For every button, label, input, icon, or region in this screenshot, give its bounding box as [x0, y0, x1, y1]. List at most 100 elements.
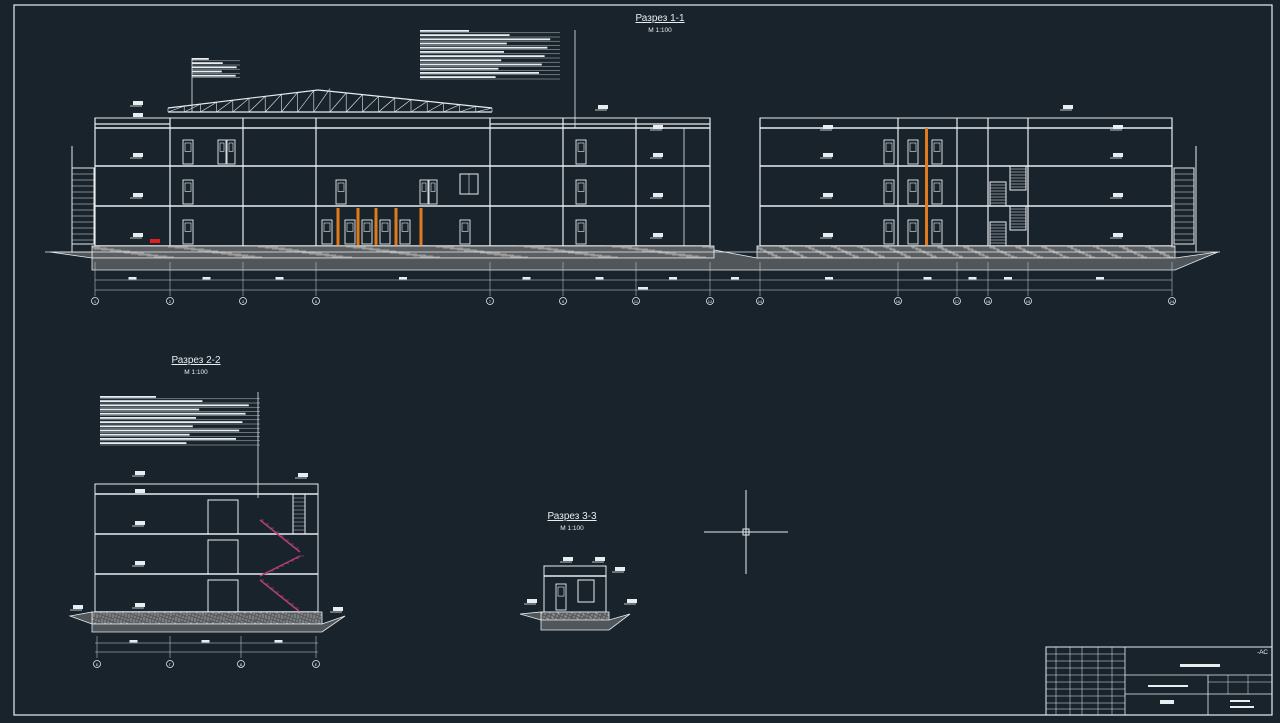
section-3-scale: М 1:100	[560, 525, 584, 532]
steel-column	[356, 208, 360, 246]
axis-label: Е	[315, 662, 318, 667]
level-mark-icon	[1110, 153, 1123, 159]
level-mark-icon	[132, 489, 145, 495]
title-block-grid	[1045, 646, 1273, 716]
axis-label: 7	[489, 299, 492, 304]
door-icon	[379, 219, 391, 245]
level-mark-icon	[650, 125, 663, 131]
door-icon	[883, 219, 895, 245]
section-2-scale: М 1:100	[184, 369, 208, 376]
section-2-outline	[94, 483, 319, 615]
note-block	[100, 396, 260, 446]
opening-icon	[207, 579, 239, 613]
level-mark-icon	[592, 557, 605, 563]
dimension-chain	[95, 636, 318, 658]
window-icon	[577, 579, 595, 603]
axis-marker: 16	[894, 297, 902, 305]
axis-marker: 1	[91, 297, 99, 305]
level-mark-icon	[1110, 233, 1123, 239]
opening-icon	[207, 499, 239, 535]
door-icon	[931, 219, 943, 245]
level-mark-icon	[650, 233, 663, 239]
axis-label: 24	[1170, 299, 1175, 304]
door-icon	[321, 219, 333, 245]
ground-line	[519, 611, 631, 631]
level-mark-icon	[560, 557, 573, 563]
note-block	[420, 30, 560, 80]
axis-marker: 9	[559, 297, 567, 305]
section-2-title: Разрез 2-2	[171, 355, 221, 366]
axis-marker: 19	[1024, 297, 1032, 305]
double-door-icon	[419, 179, 438, 205]
title-text-bar	[1230, 706, 1254, 708]
building-left-outline	[94, 117, 711, 259]
axis-label: 11	[634, 299, 639, 304]
section-3-geometry	[519, 557, 637, 631]
door-icon	[575, 179, 587, 205]
axis-label: 13	[758, 299, 763, 304]
axis-marker: 7	[486, 297, 494, 305]
door-icon	[335, 179, 347, 205]
axis-label: Б	[96, 662, 99, 667]
double-door-icon	[217, 139, 236, 165]
level-mark-icon	[132, 561, 145, 567]
level-mark-icon	[624, 599, 637, 605]
steel-column	[419, 208, 423, 246]
level-mark-icon	[595, 105, 608, 111]
section-1-title: Разрез 1-1	[635, 13, 685, 24]
title-block-border	[1045, 646, 1273, 716]
axis-marker: 3	[239, 297, 247, 305]
door-icon	[399, 219, 411, 245]
axis-marker: 11	[632, 297, 640, 305]
door-icon	[907, 219, 919, 245]
stair-left	[71, 146, 95, 252]
red-marker	[150, 239, 160, 243]
level-mark-icon	[130, 113, 143, 119]
axis-marker: 12	[706, 297, 714, 305]
level-mark-icon	[130, 193, 143, 199]
section-3-title: Разрез 3-3	[547, 511, 597, 522]
level-mark-icon	[820, 125, 833, 131]
ground-fill	[540, 611, 610, 623]
axis-marker: Е	[312, 660, 320, 668]
dimension-chain	[94, 262, 1173, 296]
crosshair-cursor-icon	[704, 490, 788, 574]
level-mark-icon	[132, 603, 145, 609]
axis-marker: 5	[312, 297, 320, 305]
title-text-bar	[1180, 664, 1220, 667]
stair-right	[1173, 146, 1197, 252]
axis-label: 18	[986, 299, 991, 304]
door-icon	[931, 139, 943, 165]
door-icon	[361, 219, 373, 245]
steel-column	[925, 128, 928, 246]
section-3-3[interactable]: Разрез 3-3 М 1:100	[519, 511, 637, 631]
steel-column	[394, 208, 398, 246]
door-icon	[459, 219, 471, 245]
door-icon	[575, 219, 587, 245]
level-mark-icon	[524, 599, 537, 605]
axis-label: Д	[240, 662, 243, 667]
level-mark-icon	[1110, 125, 1123, 131]
stair-section-2	[259, 519, 304, 613]
level-mark-icon	[130, 101, 143, 107]
level-mark-icon	[650, 193, 663, 199]
door-icon	[931, 179, 943, 205]
title-block[interactable]: -АС	[1045, 646, 1273, 716]
door-icon	[575, 139, 587, 165]
door-icon	[883, 179, 895, 205]
level-mark-icon	[1110, 193, 1123, 199]
sheet-frame	[13, 4, 1273, 716]
steel-column	[336, 208, 340, 246]
door-icon	[217, 139, 227, 165]
axis-label: 19	[1026, 299, 1031, 304]
level-mark-icon	[820, 193, 833, 199]
level-mark-icon	[820, 233, 833, 239]
building-right-outline	[759, 117, 1173, 259]
door-icon	[226, 139, 236, 165]
